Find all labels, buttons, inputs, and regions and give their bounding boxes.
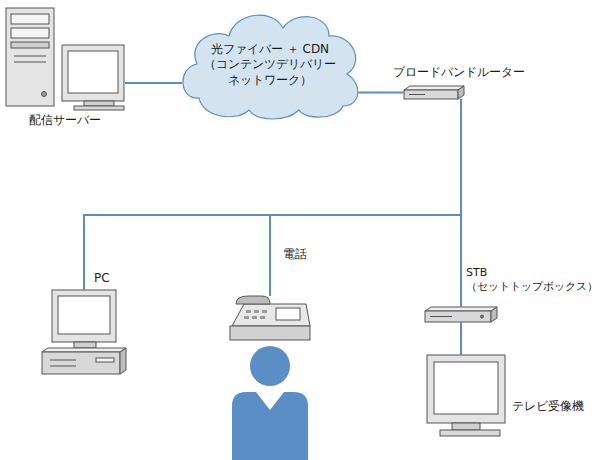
stb-node: STB （セットトップボックス） [425, 307, 497, 322]
cloud-text: 光ファイバー ＋ CDN （コンテンツデリバリー ネットワーク） [204, 42, 336, 89]
cable-line [460, 99, 462, 307]
tv-node: テレビ受像機 [427, 355, 505, 436]
router-illustration [404, 86, 464, 99]
router-node: ブロードバンドルーター [404, 86, 464, 99]
cloud-network: 光ファイバー ＋ CDN （コンテンツデリバリー ネットワーク） [182, 8, 358, 122]
pc-illustration [42, 290, 126, 374]
person-silhouette [232, 346, 308, 460]
phone-node: 電話 [230, 296, 310, 340]
cable-line [460, 322, 462, 355]
device-label: 配信サーバー [28, 113, 102, 129]
device-label: テレビ受像機 [511, 399, 585, 415]
device-label: STB （セットトップボックス） [465, 266, 599, 295]
server-illustration [6, 8, 124, 110]
stb-illustration [425, 307, 497, 322]
server-node: 配信サーバー [5, 8, 125, 110]
cable-line [270, 99, 461, 296]
telephone-illustration [230, 296, 310, 340]
device-label: PC [93, 271, 111, 287]
device-label: 電話 [282, 247, 308, 263]
device-label: ブロードバンドルーター [392, 65, 526, 81]
cable-line [84, 99, 461, 290]
pc-node: PC [42, 290, 126, 374]
tv-illustration [427, 355, 505, 436]
cable-line [358, 92, 404, 94]
cable-line [125, 82, 182, 84]
